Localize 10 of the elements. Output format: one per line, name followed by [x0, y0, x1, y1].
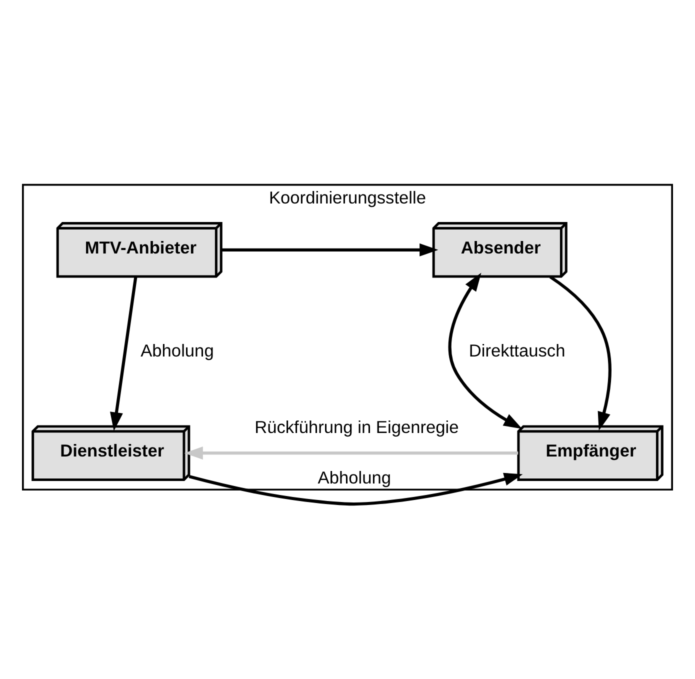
arrow — [110, 276, 138, 431]
arrow — [221, 243, 438, 256]
arrow — [188, 472, 523, 506]
edge-label: Direkttausch — [468, 340, 566, 361]
edge-label: Abholung — [318, 468, 391, 488]
edge-label: Abholung — [140, 340, 214, 361]
edge-label: Rückführung in Eigenregie — [254, 416, 459, 437]
arrow — [549, 276, 612, 431]
arrow — [184, 446, 518, 460]
arrow — [448, 272, 522, 429]
